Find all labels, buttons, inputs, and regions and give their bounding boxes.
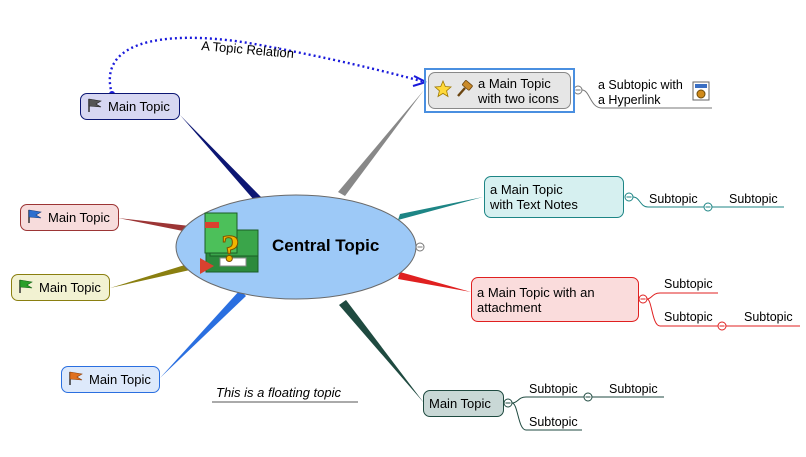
branch-right-3: [398, 272, 471, 292]
right-topic-4-label: Main Topic: [429, 396, 491, 411]
subtopic-r3-2[interactable]: Subtopic: [664, 310, 713, 324]
flag-icon: [86, 97, 104, 116]
subtopic-r2-1[interactable]: Subtopic: [649, 192, 698, 206]
hyperlink-icon: [692, 81, 710, 101]
left-topic-3[interactable]: Main Topic: [11, 274, 110, 301]
branch-bottom-left: [160, 290, 246, 378]
flag-icon: [26, 208, 44, 227]
topic-relation-line: [108, 36, 426, 95]
book-question-icon: ?: [200, 212, 259, 274]
branch-top-left: [180, 115, 262, 200]
subtopic-r3-3[interactable]: Subtopic: [744, 310, 793, 324]
subtopic-r4-line-3: [511, 402, 582, 431]
branch-right-2: [398, 197, 483, 220]
branch-mid-left-2: [110, 264, 190, 288]
subtopic-r4-1[interactable]: Subtopic: [529, 382, 578, 396]
subtopic-r4-3[interactable]: Subtopic: [529, 415, 578, 429]
left-topic-1[interactable]: Main Topic: [80, 93, 180, 120]
svg-text:?: ?: [221, 228, 240, 270]
subtopic-r3-1[interactable]: Subtopic: [664, 277, 713, 291]
subtopic-r4-line-1: [511, 396, 585, 404]
right-topic-4[interactable]: Main Topic: [423, 390, 504, 417]
subtopic-r2-2[interactable]: Subtopic: [729, 192, 778, 206]
branch-right-4: [339, 300, 424, 403]
subtopic-r3-line-1: [646, 292, 718, 300]
floating-topic[interactable]: This is a floating topic: [216, 385, 342, 400]
subtopic-r2-line-1: [632, 196, 705, 208]
left-topic-4[interactable]: Main Topic: [61, 366, 160, 393]
left-topic-3-label: Main Topic: [39, 280, 101, 295]
flag-icon: [67, 370, 85, 389]
subtopic-r1-line: [581, 89, 712, 109]
branch-mid-left-1: [118, 218, 190, 232]
gavel-icon: [456, 80, 474, 101]
flag-icon: [17, 278, 35, 297]
left-topic-2[interactable]: Main Topic: [20, 204, 119, 231]
left-topic-4-label: Main Topic: [89, 372, 151, 387]
central-topic-title[interactable]: Central Topic: [272, 236, 380, 255]
topic-r1-selection: [424, 68, 575, 113]
subtopic-r4-2[interactable]: Subtopic: [609, 382, 658, 396]
branch-right-1: [338, 90, 424, 196]
left-topic-2-label: Main Topic: [48, 210, 110, 225]
subtopic-r3-line-2: [646, 298, 718, 327]
left-topic-1-label: Main Topic: [108, 99, 170, 114]
star-icon: [434, 79, 452, 101]
